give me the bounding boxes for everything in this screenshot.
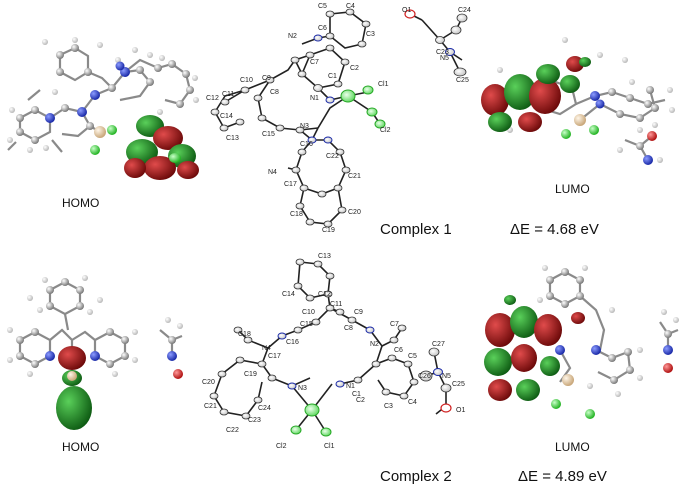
atom-label: C22 — [326, 153, 339, 160]
atom-label: N4 — [262, 345, 271, 352]
atom-label: C3 — [366, 31, 375, 38]
atom-label: C25 — [456, 77, 469, 84]
lumo-label-2: LUMO — [555, 440, 590, 454]
atom-label: N5 — [440, 55, 449, 62]
homo-molecule-1 — [7, 37, 199, 155]
atom-label: N2 — [288, 33, 297, 40]
homo-label-2: HOMO — [62, 440, 100, 454]
atom-label: C13 — [318, 253, 331, 260]
atom-label: N3 — [300, 123, 309, 130]
atom-label: N3 — [298, 385, 307, 392]
atom-label: C16 — [286, 339, 299, 346]
atom-label: C15 — [262, 131, 275, 138]
atom-label: C26 — [418, 373, 431, 380]
atom-label: C19 — [244, 371, 257, 378]
atom-label: C5 — [318, 3, 327, 10]
energy-gap-2: ΔE = 4.89 eV — [518, 468, 607, 485]
atom-label: C18 — [290, 211, 303, 218]
homo-molecule-2 — [7, 275, 183, 379]
atom-label: Cl2 — [380, 127, 391, 134]
atom-label: C14 — [220, 113, 233, 120]
lumo-orbital-lobes-1 — [481, 56, 591, 132]
atom-label: C20 — [202, 379, 215, 386]
homo-orbital-lobes-2 — [56, 346, 92, 430]
atom-label: C17 — [284, 181, 297, 188]
atom-label: N4 — [268, 169, 277, 176]
homo-orbital-lobes-1 — [124, 115, 199, 180]
atom-label: C5 — [408, 353, 417, 360]
atom-label: N1 — [346, 383, 355, 390]
atom-label: C4 — [346, 3, 355, 10]
atom-label: C19 — [322, 227, 335, 234]
atom-label: C23 — [248, 417, 261, 424]
atom-label: C10 — [240, 77, 253, 84]
atom-label: O1 — [456, 407, 465, 414]
ortep-structure-1 — [210, 8, 468, 228]
atom-label: C6 — [394, 347, 403, 354]
ortep-structure-2 — [209, 258, 452, 437]
atom-label: C7 — [310, 59, 319, 66]
atom-label: C16 — [300, 141, 313, 148]
atom-label: C8 — [270, 89, 279, 96]
atom-label: C6 — [318, 25, 327, 32]
atom-label: N5 — [442, 373, 451, 380]
atom-label: C21 — [348, 173, 361, 180]
atom-label: C9 — [354, 309, 363, 316]
atom-label: C24 — [258, 405, 271, 412]
lumo-label-1: LUMO — [555, 182, 590, 196]
atom-label: C8 — [344, 325, 353, 332]
atom-label: N1 — [310, 95, 319, 102]
atom-label: C2 — [350, 65, 359, 72]
lumo-orbital-lobes-2 — [484, 295, 585, 401]
atom-label: C2 — [356, 397, 365, 404]
atom-label: C21 — [204, 403, 217, 410]
atom-label: O1 — [402, 7, 411, 14]
atom-label: Cl1 — [378, 81, 389, 88]
atom-label: C20 — [348, 209, 361, 216]
atom-label: C7 — [390, 321, 399, 328]
atom-label: N2 — [370, 341, 379, 348]
atom-label: C27 — [432, 341, 445, 348]
atom-label: C14 — [282, 291, 295, 298]
atom-label: C11 — [330, 301, 342, 308]
atom-label: C4 — [408, 399, 417, 406]
atom-label: C22 — [226, 427, 239, 434]
homo-label-1: HOMO — [62, 196, 100, 210]
atom-label: C12 — [206, 95, 219, 102]
atom-label: C18 — [238, 331, 251, 338]
atom-label: C10 — [302, 309, 315, 316]
atom-label: C1 — [328, 73, 337, 80]
atom-label: C25 — [452, 381, 465, 388]
energy-gap-1: ΔE = 4.68 eV — [510, 221, 599, 238]
atom-label: C23 — [436, 49, 449, 56]
atom-label: C12 — [318, 291, 331, 298]
lumo-molecule-1 — [497, 37, 675, 165]
atom-label: Cl1 — [324, 443, 335, 450]
atom-label: C24 — [458, 7, 471, 14]
complex-label-1: Complex 1 — [380, 221, 452, 238]
atom-label: Cl2 — [276, 443, 287, 450]
atom-label: C13 — [226, 135, 239, 142]
atom-label: C1 — [352, 391, 361, 398]
lumo-molecule-2 — [537, 265, 679, 419]
atom-label: C9 — [262, 75, 271, 82]
atom-label: C3 — [384, 403, 393, 410]
atom-label: C11 — [222, 91, 234, 98]
complex-label-2: Complex 2 — [380, 468, 452, 485]
atom-label: C17 — [268, 353, 281, 360]
atom-label: C15 — [300, 321, 313, 328]
